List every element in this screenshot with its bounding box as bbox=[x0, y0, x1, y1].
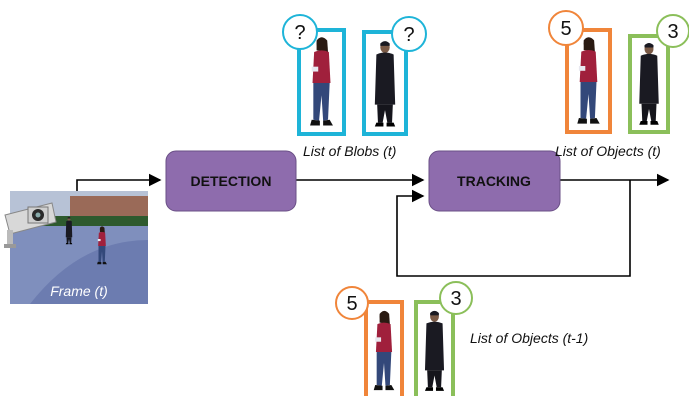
objects-t-label: List of Objects (t) bbox=[555, 143, 661, 159]
object-prev-3: 3 bbox=[414, 281, 473, 396]
blob-2-badge: ? bbox=[403, 24, 414, 46]
frame-label: Frame (t) bbox=[50, 283, 108, 299]
blob-1-badge: ? bbox=[294, 22, 305, 44]
objects-prev-label: List of Objects (t-1) bbox=[470, 330, 588, 346]
blob-1: ? bbox=[282, 14, 346, 136]
security-camera-icon bbox=[4, 202, 57, 248]
blob-2: ? bbox=[362, 16, 427, 136]
object-t-5: 5 bbox=[548, 10, 612, 134]
objects-t-group: 5 3 List of Objects (t) bbox=[548, 10, 689, 159]
frame-to-detection-arrow bbox=[76, 173, 162, 192]
feedback-loop-arrow bbox=[396, 180, 631, 277]
object-prev-5: 5 bbox=[335, 286, 404, 396]
blobs-label: List of Blobs (t) bbox=[303, 143, 396, 159]
blobs-group: ? ? List of Blobs (t) bbox=[282, 14, 427, 159]
object-prev-5-badge: 5 bbox=[346, 293, 357, 315]
object-prev-3-badge: 3 bbox=[450, 288, 461, 310]
object-t-5-badge: 5 bbox=[560, 18, 571, 40]
tracking-label: TRACKING bbox=[457, 173, 531, 189]
detection-label: DETECTION bbox=[191, 173, 272, 189]
object-t-3: 3 bbox=[628, 14, 689, 134]
detection-box: DETECTION bbox=[165, 150, 297, 212]
object-t-3-badge: 3 bbox=[667, 21, 678, 43]
objects-prev-group: 5 3 List of Objects (t-1) bbox=[335, 281, 588, 396]
tracking-box: TRACKING bbox=[428, 150, 561, 212]
flow-connectors bbox=[76, 173, 670, 277]
